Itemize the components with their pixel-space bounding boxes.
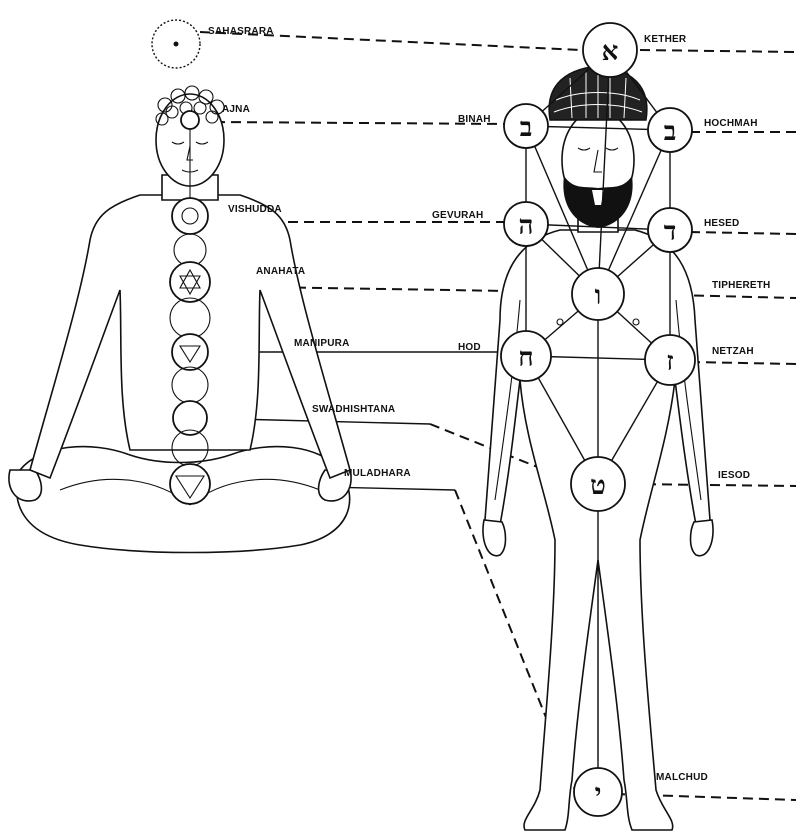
- sephirah-iesod: ט: [571, 457, 625, 511]
- label-muladhara: MULADHARA: [344, 468, 411, 479]
- label-hesed: HESED: [704, 218, 739, 229]
- iesod-letter: ט: [590, 471, 606, 501]
- sephirah-hesed: ד: [648, 208, 692, 252]
- connector-kether-right: [640, 50, 796, 52]
- hochmah-letter: ב: [664, 117, 677, 147]
- label-hod: HOD: [458, 342, 481, 353]
- sephirah-hod: ח: [501, 331, 551, 381]
- label-sahasrara: SAHASRARA: [208, 26, 274, 37]
- malchud-letter: י: [595, 779, 602, 809]
- label-hochmah: HOCHMAH: [704, 118, 758, 129]
- vishudda-chakra: [172, 198, 208, 234]
- hod-letter: ח: [518, 343, 533, 373]
- ajna-chakra: [181, 111, 199, 129]
- label-netzah: NETZAH: [712, 346, 754, 357]
- label-tiphereth: TIPHERETH: [712, 280, 770, 291]
- sephirah-netzah: ז: [645, 335, 695, 385]
- sephirah-gevurah: ה: [504, 202, 548, 246]
- standing-left-hand: [483, 520, 506, 556]
- label-manipura: MANIPURA: [294, 338, 350, 349]
- manipura-chakra: [172, 334, 208, 370]
- label-vishudda: VISHUDDA: [228, 204, 282, 215]
- kether-letter: א: [602, 37, 619, 67]
- connector-hesed-right: [690, 232, 796, 234]
- label-iesod: IESOD: [718, 470, 750, 481]
- sephirah-tiphereth: ו: [572, 268, 624, 320]
- label-binah: BINAH: [458, 114, 491, 125]
- label-gevurah: GEVURAH: [432, 210, 483, 221]
- binah-letter: ב: [520, 113, 533, 143]
- seated-figure: [9, 20, 351, 553]
- netzah-letter: ז: [666, 347, 673, 377]
- standing-right-hand: [691, 520, 714, 556]
- sahasrara-dot: [174, 42, 179, 47]
- label-malchud: MALCHUD: [656, 772, 708, 783]
- connector-netzah-right: [690, 362, 796, 364]
- hesed-letter: ד: [664, 217, 677, 247]
- anahata-chakra: [170, 262, 210, 302]
- sephirah-hochmah: ב: [648, 108, 692, 152]
- sephirah-binah: ב: [504, 104, 548, 148]
- connector-iesod-right: [630, 484, 796, 486]
- label-anahata: ANAHATA: [256, 266, 305, 277]
- left-hand: [9, 470, 42, 501]
- label-kether: KETHER: [644, 34, 687, 45]
- sephirah-kether: א: [583, 23, 637, 77]
- tiphereth-letter: ו: [595, 281, 602, 311]
- label-ajna: AJNA: [222, 104, 250, 115]
- label-swadhishtana: SWADHISHTANA: [312, 404, 395, 415]
- gevurah-letter: ה: [519, 211, 534, 241]
- sephirah-malchud: י: [574, 768, 622, 816]
